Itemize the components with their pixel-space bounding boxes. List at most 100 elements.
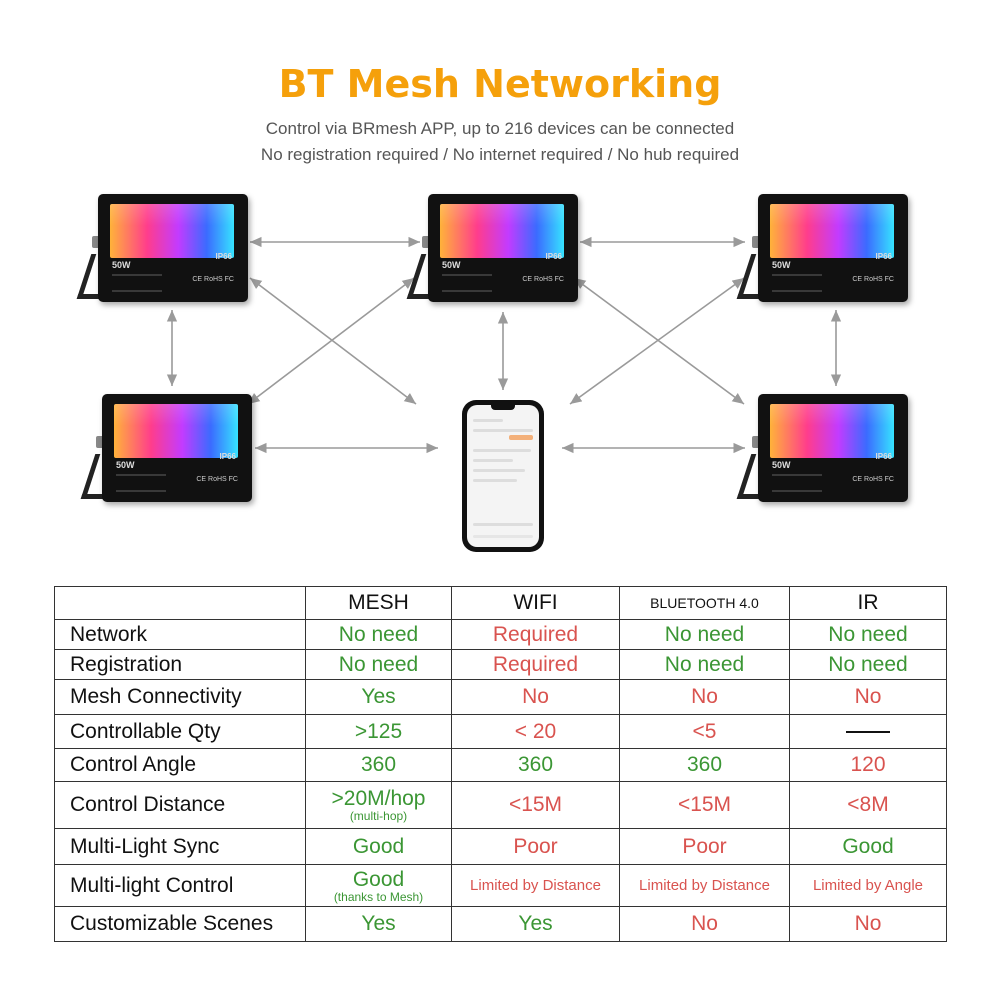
wattage-label: 50W [112, 260, 131, 270]
rgb-light-panel [770, 404, 894, 458]
row-label: Registration [54, 649, 306, 680]
cell-value: No need [305, 619, 452, 650]
cell-value: >125 [305, 714, 452, 749]
flood-light-bottom-left: 50W IP66 CE RoHS FC [80, 394, 252, 502]
flood-light-bottom-right: 50W IP66 CE RoHS FC [736, 394, 908, 502]
cell-value: No [451, 679, 620, 715]
ip-rating-label: IP66 [219, 452, 236, 461]
cell-value: >20M/hop [331, 787, 426, 810]
cell-value: No need [619, 619, 790, 650]
subtitle-requirements: No registration required / No internet r… [260, 145, 740, 164]
cell-value: <15M [451, 781, 620, 829]
cell-value: Yes [305, 906, 452, 942]
cell-value: No [789, 906, 947, 942]
cell-value: No [619, 906, 790, 942]
cell-note: (thanks to Mesh) [333, 889, 424, 904]
cell-value: < 20 [451, 714, 620, 749]
certification-marks: CE RoHS FC [522, 276, 564, 283]
cell-value: Yes [305, 679, 452, 715]
cell-value: 360 [305, 748, 452, 782]
rgb-light-panel [440, 204, 564, 258]
cell-value: Limited by Angle [789, 864, 947, 907]
cell-value: No need [789, 649, 947, 680]
table-row: Controllable Qty>125< 20<5 [54, 714, 947, 749]
column-header: WIFI [451, 586, 620, 620]
cell-value: 120 [789, 748, 947, 782]
rgb-light-panel [770, 204, 894, 258]
row-label: Network [54, 619, 306, 650]
wattage-label: 50W [442, 260, 461, 270]
arrow-top-right-phone [569, 277, 745, 405]
cell-value: Required [451, 619, 620, 650]
rgb-light-panel [114, 404, 238, 458]
not-applicable-dash [846, 730, 890, 733]
cell-value: Good [352, 867, 405, 891]
cell-value: No need [619, 649, 790, 680]
cell-value: No need [789, 619, 947, 650]
cell-value: Poor [619, 828, 790, 865]
page-title: BT Mesh Networking [278, 62, 722, 106]
row-label: Multi-light Control [54, 864, 306, 907]
certification-marks: CE RoHS FC [852, 476, 894, 483]
cell-note: (multi-hop) [349, 809, 408, 823]
cell-value: <15M [619, 781, 790, 829]
cell-value: Limited by Distance [619, 864, 790, 907]
table-cell: >20M/hop(multi-hop) [305, 781, 452, 829]
cell-value: Poor [451, 828, 620, 865]
cell-value: 360 [451, 748, 620, 782]
row-label: Control Distance [54, 781, 306, 829]
wattage-label: 50W [116, 460, 135, 470]
cell-value: <8M [789, 781, 947, 829]
cell-value: Required [451, 649, 620, 680]
column-header: BLUETOOTH 4.0 [619, 586, 790, 620]
table-cell: Good(thanks to Mesh) [305, 864, 452, 907]
arrow-top-left-phone [249, 277, 417, 405]
cell-value: No need [305, 649, 452, 680]
cell-value: Limited by Distance [451, 864, 620, 907]
ip-rating-label: IP66 [545, 252, 562, 261]
row-label: Multi-Light Sync [54, 828, 306, 865]
row-label: Mesh Connectivity [54, 679, 306, 715]
wattage-label: 50W [772, 460, 791, 470]
cell-value: Good [305, 828, 452, 865]
cell-value: No [619, 679, 790, 715]
arrow-top-center-bottom-left [247, 277, 415, 405]
cell-value: <5 [619, 714, 790, 749]
flood-light-top-center: 50W IP66 CE RoHS FC [406, 194, 578, 302]
ip-rating-label: IP66 [875, 452, 892, 461]
certification-marks: CE RoHS FC [852, 276, 894, 283]
cell-value: 360 [619, 748, 790, 782]
flood-light-top-left: 50W IP66 CE RoHS FC [76, 194, 248, 302]
column-header: IR [789, 586, 947, 620]
flood-light-top-right: 50W IP66 CE RoHS FC [736, 194, 908, 302]
column-header: MESH [305, 586, 452, 620]
network-arrows [166, 236, 842, 454]
row-label: Customizable Scenes [54, 906, 306, 942]
phone-screen [467, 405, 539, 547]
ip-rating-label: IP66 [875, 252, 892, 261]
ip-rating-label: IP66 [215, 252, 232, 261]
cell-value: No [789, 679, 947, 715]
row-label: Control Angle [54, 748, 306, 782]
certification-marks: CE RoHS FC [192, 276, 234, 283]
smartphone-app [462, 400, 544, 552]
row-label: Controllable Qty [54, 714, 306, 749]
rgb-light-panel [110, 204, 234, 258]
table-row: Control Distance>20M/hop(multi-hop)<15M<… [54, 781, 947, 829]
certification-marks: CE RoHS FC [196, 476, 238, 483]
cell-value: Yes [451, 906, 620, 942]
table-cell [789, 714, 947, 749]
header-empty-cell [54, 586, 306, 620]
cell-value: Good [789, 828, 947, 865]
